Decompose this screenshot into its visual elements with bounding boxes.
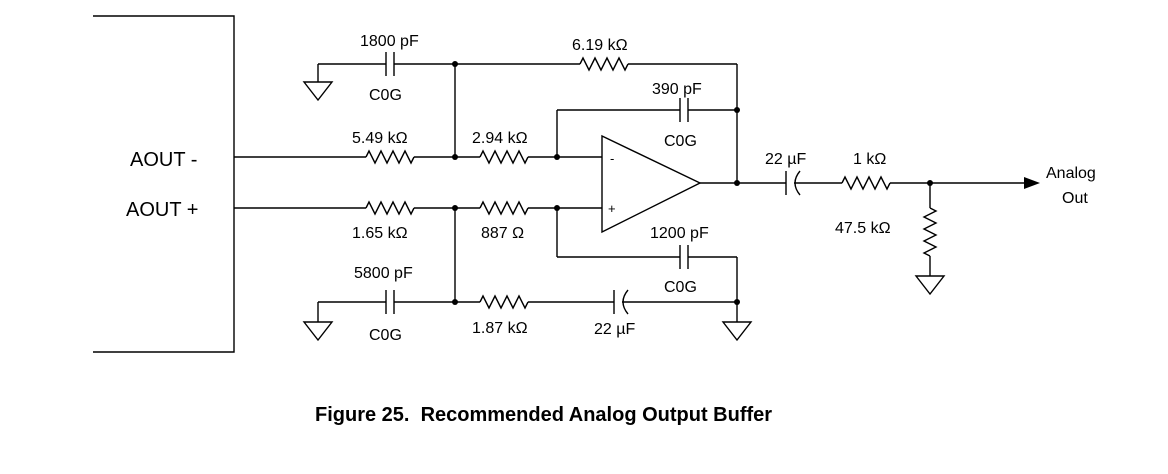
opamp-inverting-pin: -	[610, 151, 614, 166]
resistor-1000	[841, 175, 891, 191]
resistor-47500	[922, 207, 938, 257]
figure-caption: Figure 25. Recommended Analog Output Buf…	[315, 404, 772, 426]
label-5490: 5.49 kΩ	[352, 130, 408, 147]
label-390pf: 390 pF	[652, 81, 702, 98]
label-47500: 47.5 kΩ	[835, 220, 891, 237]
label-390pf-c0g: C0G	[664, 133, 697, 150]
label-22uf-output: 22 µF	[765, 151, 806, 168]
label-5800pf-c0g: C0G	[369, 327, 402, 344]
resistor-6190	[579, 56, 629, 72]
output-label-line1: Analog	[1046, 165, 1096, 182]
resistor-1870	[479, 294, 529, 310]
label-887: 887 Ω	[481, 225, 524, 242]
aout-plus-label: AOUT +	[126, 199, 198, 221]
capacitor-1800pf	[385, 52, 395, 76]
junction-dot	[734, 180, 740, 186]
junction-dot	[452, 154, 458, 160]
capacitor-1200pf	[679, 245, 689, 269]
resistor-5490	[365, 149, 415, 165]
opamp-noninverting-pin: +	[608, 201, 616, 216]
op-amp	[601, 134, 702, 234]
resistor-887	[479, 200, 529, 216]
capacitor-390pf	[679, 98, 689, 122]
label-1800pf-c0g: C0G	[369, 87, 402, 104]
aout-minus-label: AOUT -	[130, 149, 197, 171]
label-6190: 6.19 kΩ	[572, 37, 628, 54]
label-1000: 1 kΩ	[853, 151, 886, 168]
ground-symbol-5800	[302, 302, 334, 342]
ground-symbol-1800	[302, 64, 334, 102]
output-arrow-icon	[1024, 177, 1040, 189]
junction-dot	[554, 154, 560, 160]
ground-symbol-output	[914, 275, 946, 296]
capacitor-5800pf	[385, 290, 395, 314]
label-1870: 1.87 kΩ	[472, 320, 528, 337]
source-block	[93, 15, 235, 353]
label-5800pf: 5800 pF	[354, 265, 413, 282]
label-2940: 2.94 kΩ	[472, 130, 528, 147]
junction-dot	[452, 299, 458, 305]
label-1200pf: 1200 pF	[650, 225, 709, 242]
output-label-line2: Out	[1062, 190, 1088, 207]
resistor-2940	[479, 149, 529, 165]
label-1200pf-c0g: C0G	[664, 279, 697, 296]
label-1650: 1.65 kΩ	[352, 225, 408, 242]
label-22uf-bottom: 22 µF	[594, 321, 635, 338]
junction-dot	[734, 107, 740, 113]
resistor-1650	[365, 200, 415, 216]
ground-symbol-right	[721, 321, 753, 342]
junction-dot	[734, 299, 740, 305]
label-1800pf: 1800 pF	[360, 33, 419, 50]
junction-dot	[452, 61, 458, 67]
